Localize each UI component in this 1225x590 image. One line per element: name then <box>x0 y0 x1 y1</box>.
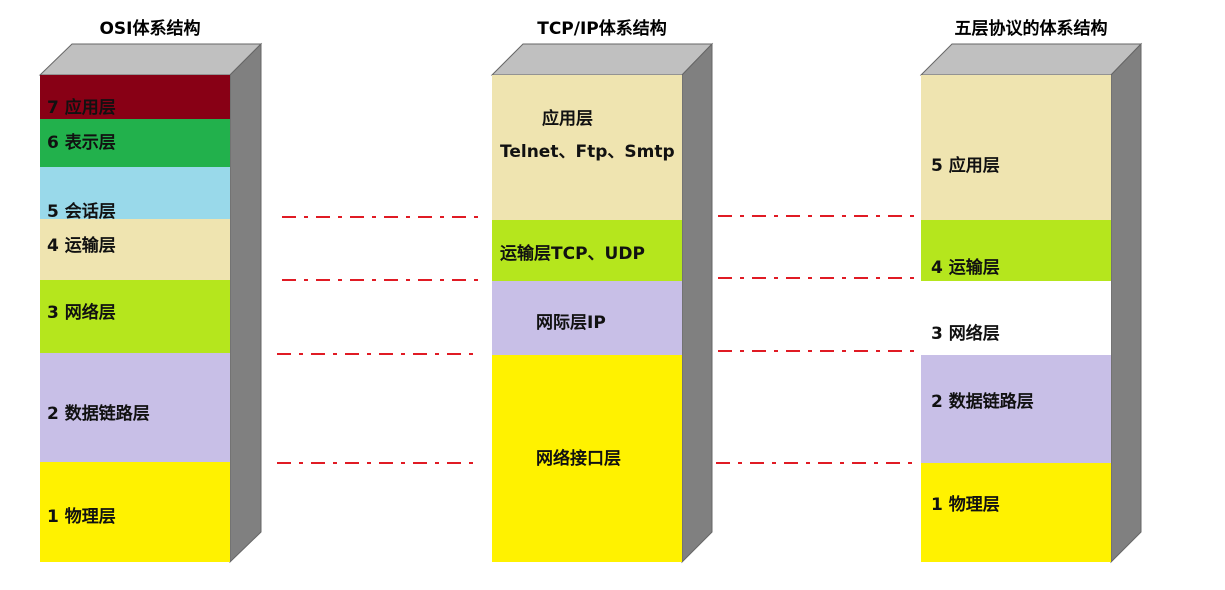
five-layer-3: 3 网络层 <box>921 281 1111 355</box>
tcpip-layer-transport: 运输层TCP、UDP <box>492 220 682 281</box>
osi-title: OSI体系结构 <box>99 19 201 39</box>
tcpip-layer-network-interface: 网络接口层 <box>492 355 682 562</box>
five-layer-title: 五层协议的体系结构 <box>954 19 1108 39</box>
five-layer-2-label: 2 数据链路层 <box>931 392 1034 412</box>
tcpip-layer-internet: 网际层IP <box>492 281 682 355</box>
osi-layer-2-label: 2 数据链路层 <box>47 404 150 424</box>
tcpip-application-protocols: Telnet、Ftp、Smtp <box>500 142 675 162</box>
osi-layer-6-label: 6 表示层 <box>47 133 116 153</box>
tcpip-application-label: 应用层 <box>542 109 593 129</box>
osi-side-face <box>229 42 262 564</box>
tcpip-transport-label: 运输层TCP、UDP <box>500 244 645 264</box>
five-layer-5: 5 应用层 <box>921 75 1111 220</box>
tcpip-title: TCP/IP体系结构 <box>537 19 667 39</box>
osi-layer-3: 3 网络层 <box>40 280 230 353</box>
five-layer-1: 1 物理层 <box>921 463 1111 562</box>
osi-layer-1: 1 物理层 <box>40 462 230 562</box>
five-layer-4-label: 4 运输层 <box>931 258 1000 278</box>
tcpip-layer-application: 应用层 Telnet、Ftp、Smtp <box>492 75 682 220</box>
osi-layer-1-label: 1 物理层 <box>47 507 116 527</box>
five-layer-2: 2 数据链路层 <box>921 355 1111 463</box>
five-layer-5-label: 5 应用层 <box>931 156 1000 176</box>
osi-layer-7-label: 7 应用层 <box>47 98 116 118</box>
tcpip-network-interface-label: 网络接口层 <box>536 449 621 469</box>
tcpip-internet-label: 网际层IP <box>536 313 606 333</box>
five-side-face <box>1110 42 1142 564</box>
osi-layer-5-label: 5 会话层 <box>47 202 116 222</box>
osi-layer-7: 7 应用层 <box>40 75 230 119</box>
five-layer-4: 4 运输层 <box>921 220 1111 281</box>
osi-layer-6: 6 表示层 <box>40 119 230 167</box>
five-layer-3-label: 3 网络层 <box>931 324 1000 344</box>
osi-layer-4: 4 运输层 <box>40 219 230 280</box>
osi-layer-3-label: 3 网络层 <box>47 303 116 323</box>
osi-layer-5: 5 会话层 <box>40 167 230 222</box>
osi-layer-2: 2 数据链路层 <box>40 353 230 462</box>
osi-layer-4-label: 4 运输层 <box>47 236 116 256</box>
five-layer-1-label: 1 物理层 <box>931 495 1000 515</box>
tcpip-side-face <box>681 42 713 564</box>
